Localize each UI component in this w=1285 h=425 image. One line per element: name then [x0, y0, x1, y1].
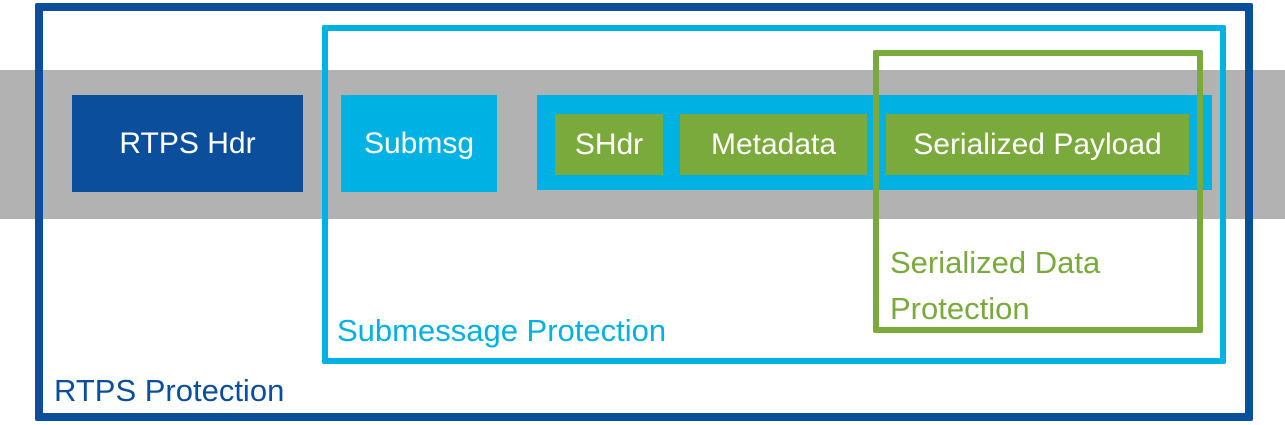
- rtps-protection-frame: [35, 3, 1253, 421]
- rtps-header-box: RTPS Hdr: [72, 95, 303, 192]
- submessage-box-label: Submsg: [363, 126, 475, 160]
- serialized-data-protection-caption-line1: Serialized Data: [890, 245, 1101, 280]
- metadata-box: Metadata: [680, 114, 867, 175]
- submessage-protection-frame: [322, 25, 1226, 364]
- serialized-data-protection-caption: Serialized Data Protection: [890, 240, 1100, 332]
- submessage-protection-caption: Submessage Protection: [337, 313, 667, 348]
- security-header-label: SHdr: [574, 127, 644, 161]
- submessage-box: Submsg: [341, 95, 497, 192]
- serialized-data-protection-frame: [873, 50, 1203, 333]
- security-header-box: SHdr: [555, 114, 663, 175]
- rtps-header-label: RTPS Hdr: [119, 126, 256, 160]
- rtps-protection-caption: RTPS Protection: [54, 373, 285, 408]
- serialized-payload-box: Serialized Payload: [886, 114, 1189, 175]
- serialized-payload-label: Serialized Payload: [913, 127, 1162, 161]
- metadata-label: Metadata: [710, 127, 837, 161]
- serialized-data-protection-caption-line2: Protection: [890, 291, 1030, 326]
